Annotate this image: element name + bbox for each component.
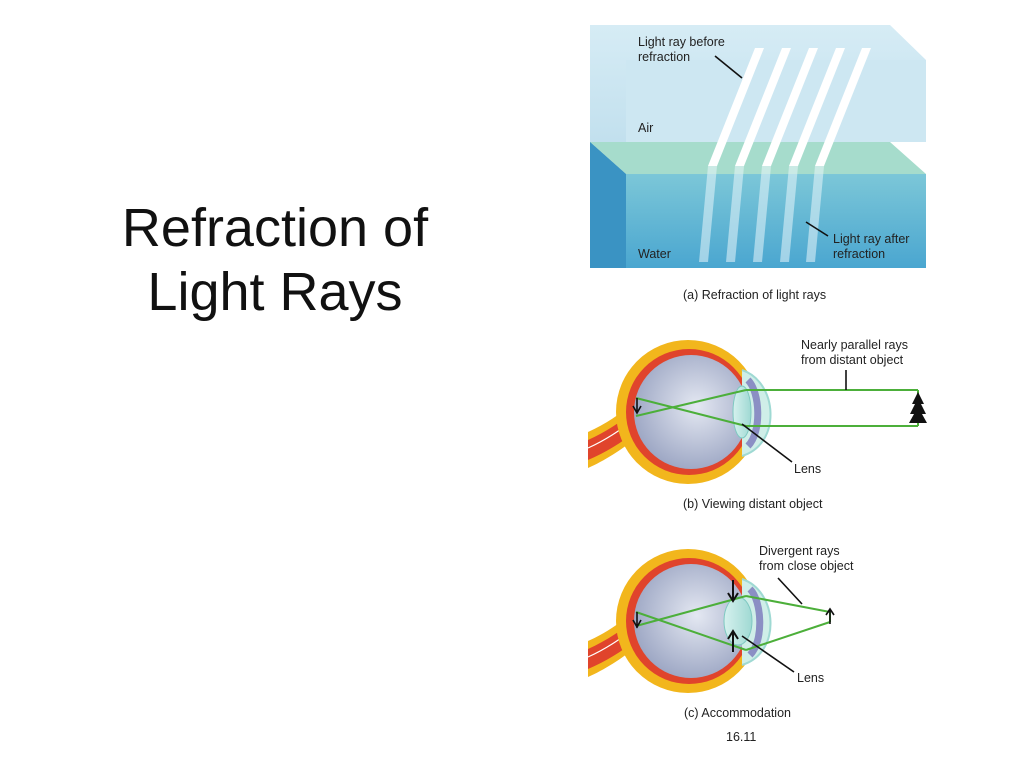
refracted-rays: [699, 166, 824, 262]
leader-rays-c: [777, 577, 803, 605]
ciliary-arrow-top: [727, 580, 739, 603]
refracted-ray-5: [806, 166, 824, 262]
incident-ray-1: [708, 48, 764, 166]
label-water: Water: [638, 247, 671, 261]
incident-ray-2: [735, 48, 791, 166]
label-rays-b-line2: from distant object: [801, 353, 904, 367]
iris-c: [747, 586, 764, 658]
label-rays-c-line2: from close object: [759, 559, 854, 573]
ray-c-bottom-in: [745, 621, 831, 651]
label-rays-c-line1: Divergent rays: [759, 544, 840, 558]
retina-image-arrow-b: [632, 398, 642, 415]
lens-b: [732, 385, 752, 439]
incident-ray-5: [815, 48, 871, 166]
refracted-ray-2: [726, 166, 744, 262]
label-lens-c: Lens: [797, 671, 824, 685]
refracted-ray-3: [753, 166, 771, 262]
leader-before: [714, 55, 743, 79]
tree-icon: [909, 392, 927, 423]
title-line-1: Refraction of: [121, 198, 429, 258]
iris-b: [745, 377, 762, 449]
water-depth-left: [590, 142, 626, 268]
incident-ray-4: [789, 48, 845, 166]
water-region: [626, 174, 926, 268]
ray-c-top-in: [745, 595, 831, 613]
retina-image-arrow-c: [632, 612, 642, 629]
incident-rays: [708, 48, 871, 166]
slide-title: Refraction of Light Rays: [60, 196, 490, 324]
leader-after: [805, 221, 829, 237]
ray-b-cross-2: [635, 397, 747, 427]
ray-c-cross-1: [635, 595, 747, 627]
ciliary-arrow-bottom: [727, 629, 739, 652]
eyeball-c: [616, 549, 772, 693]
title-line-2: Light Rays: [147, 262, 403, 322]
ray-b-cross-1: [635, 389, 747, 417]
label-rays-b-line1: Nearly parallel rays: [801, 338, 908, 352]
caption-c: (c) Accommodation: [684, 706, 791, 720]
refracted-ray-1: [699, 166, 717, 262]
label-after-line1: Light ray after: [833, 232, 909, 246]
light-rays-c: [635, 595, 831, 651]
label-before-line1: Light ray before: [638, 35, 725, 49]
panel-b-distant-object: Nearly parallel rays from distant object…: [587, 338, 927, 511]
caption-b: (b) Viewing distant object: [683, 497, 823, 511]
leader-lens-c: [741, 635, 795, 673]
label-after-line2: refraction: [833, 247, 885, 261]
vitreous-c: [634, 564, 748, 678]
caption-a: (a) Refraction of light rays: [683, 288, 826, 302]
ray-c-cross-2: [635, 611, 747, 651]
incident-ray-3: [762, 48, 818, 166]
label-lens-b: Lens: [794, 462, 821, 476]
panel-a-refraction: Light ray before refraction Air Water Li…: [590, 25, 926, 302]
refracted-ray-4: [780, 166, 798, 262]
object-arrow-c: [825, 607, 835, 624]
label-air: Air: [638, 121, 653, 135]
water-surface: [590, 142, 926, 174]
leader-lens-b: [741, 423, 793, 463]
figure-number: 16.11: [726, 730, 756, 744]
panel-c-accommodation: Divergent rays from close object Lens (c…: [587, 544, 854, 720]
label-before-line2: refraction: [638, 50, 690, 64]
